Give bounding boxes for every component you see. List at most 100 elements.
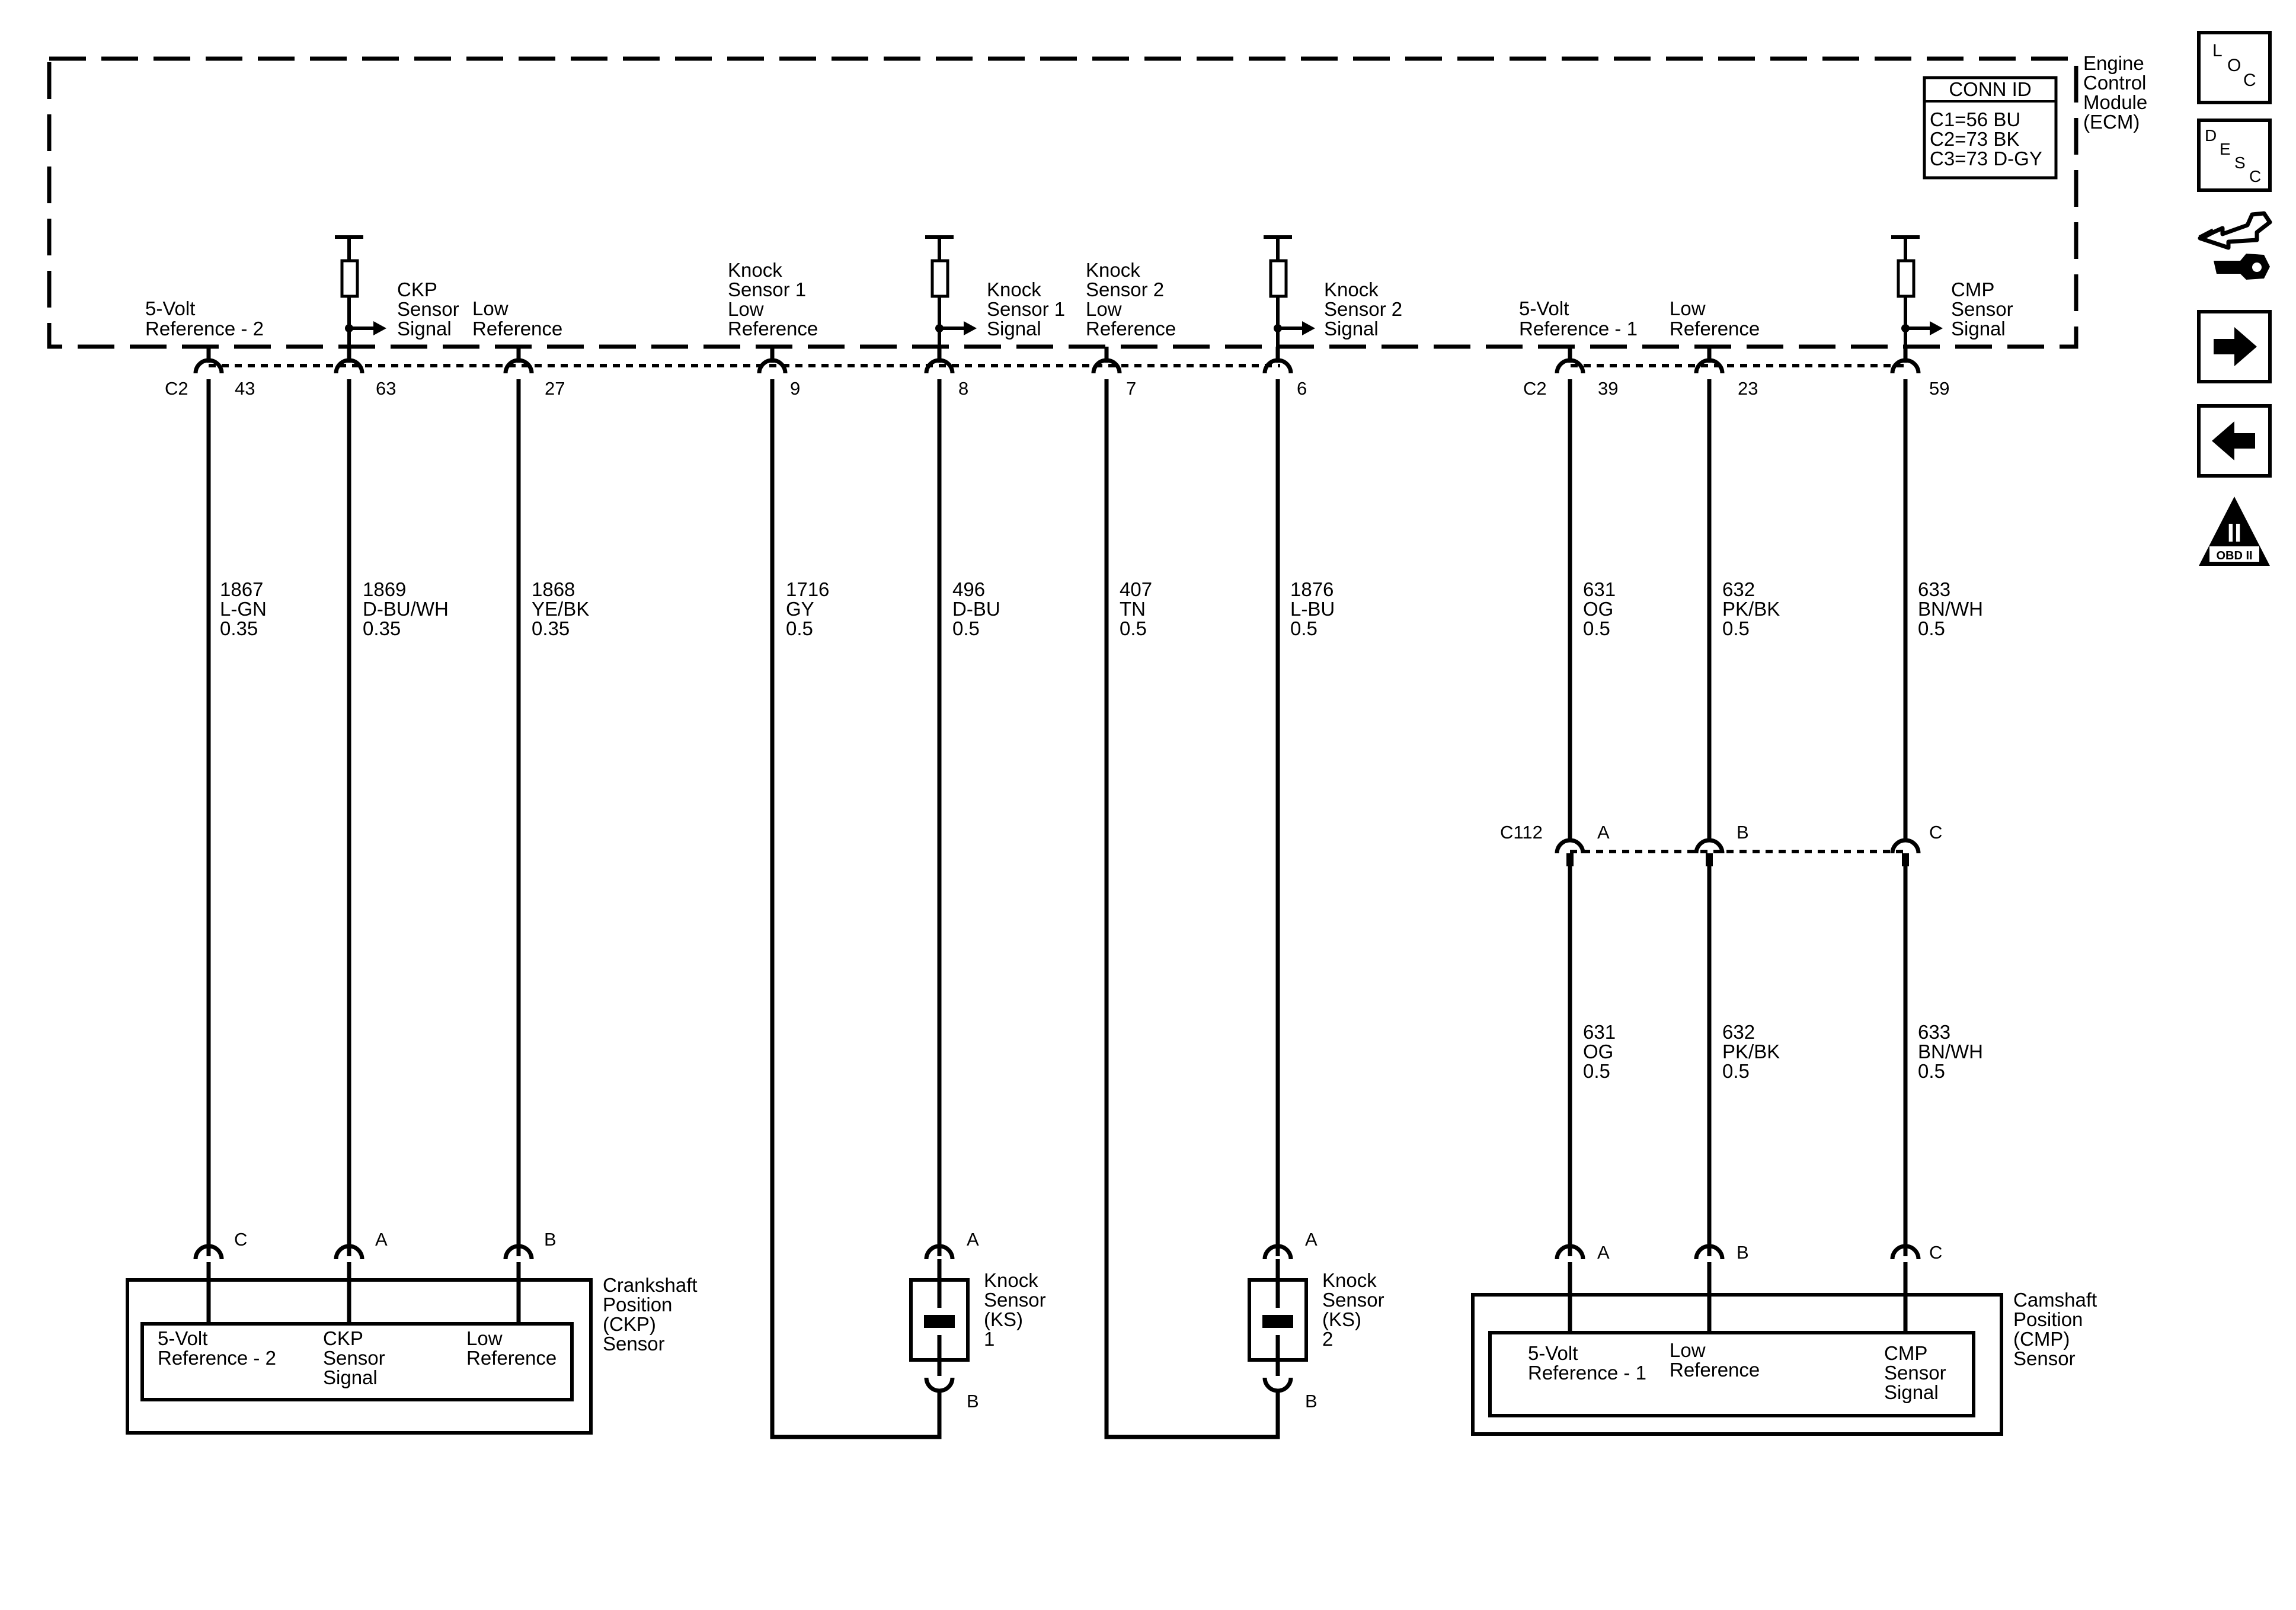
svg-text:0.35: 0.35 bbox=[220, 617, 258, 639]
obd-ii-icon[interactable]: II OBD II bbox=[2199, 497, 2270, 566]
svg-text:Sensor: Sensor bbox=[323, 1347, 385, 1369]
wire-label: 632 PK/BK 0.5 bbox=[1722, 1021, 1780, 1082]
pin-letter: A bbox=[1597, 1242, 1610, 1263]
conn-id-row: C2=73 BK bbox=[1930, 128, 2019, 150]
conn-id-row: C1=56 BU bbox=[1930, 108, 2020, 130]
svg-text:C: C bbox=[2249, 167, 2261, 185]
ks2-name: 2 bbox=[1322, 1328, 1333, 1350]
svg-text:1868: 1868 bbox=[532, 578, 575, 600]
loc-button[interactable]: L O C bbox=[2197, 31, 2272, 104]
arrow-left-icon[interactable] bbox=[2197, 404, 2272, 478]
svg-text:Signal: Signal bbox=[323, 1366, 378, 1388]
ecm-boundary bbox=[47, 56, 2078, 349]
wire-label: 631 OG 0.5 bbox=[1583, 1021, 1616, 1082]
svg-text:633: 633 bbox=[1918, 1021, 1950, 1043]
ecm-pullup-ckp bbox=[335, 235, 386, 350]
svg-text:Low: Low bbox=[1086, 298, 1122, 320]
svg-text:GY: GY bbox=[786, 598, 814, 620]
svg-text:PK/BK: PK/BK bbox=[1722, 598, 1780, 620]
svg-text:L: L bbox=[2212, 41, 2223, 60]
pin-letter: A bbox=[375, 1229, 388, 1250]
svg-text:Module: Module bbox=[2083, 91, 2147, 113]
svg-text:Reference: Reference bbox=[466, 1347, 557, 1369]
svg-text:5-Volt: 5-Volt bbox=[1519, 297, 1569, 319]
svg-text:Reference: Reference bbox=[728, 318, 818, 340]
conn-id-header: CONN ID bbox=[1949, 78, 2031, 100]
obd-ii-label: OBD II bbox=[2216, 549, 2252, 562]
wire-label: 631 OG 0.5 bbox=[1583, 578, 1616, 639]
pin-letter: A bbox=[1305, 1229, 1318, 1250]
svg-text:5-Volt: 5-Volt bbox=[145, 297, 195, 319]
wire-label: 1716 GY 0.5 bbox=[786, 578, 829, 639]
cmp-sensor-name: Position bbox=[2013, 1308, 2083, 1330]
svg-text:0.5: 0.5 bbox=[786, 617, 813, 639]
svg-text:Reference: Reference bbox=[1670, 318, 1760, 340]
ckp-sensor: C A B 5-Volt Reference - 2 CKP Sensor Si… bbox=[126, 1229, 698, 1435]
svg-text:631: 631 bbox=[1583, 1021, 1616, 1043]
pin-letter: A bbox=[967, 1229, 979, 1250]
svg-text:L-GN: L-GN bbox=[220, 598, 267, 620]
arrow-right-icon[interactable] bbox=[2197, 310, 2272, 383]
pin-number: 23 bbox=[1738, 378, 1758, 399]
svg-text:631: 631 bbox=[1583, 578, 1616, 600]
ecm-pullup-ks1 bbox=[925, 235, 977, 350]
svg-text:(ECM): (ECM) bbox=[2083, 111, 2140, 133]
wire-label: 1876 L-BU 0.5 bbox=[1290, 578, 1335, 639]
svg-text:Sensor 1: Sensor 1 bbox=[987, 298, 1065, 320]
desc-button[interactable]: D E S C bbox=[2197, 119, 2272, 192]
inline-connector-c112: C112 A B C bbox=[1500, 822, 1942, 866]
ecm-pin-label-23: Low Reference bbox=[1670, 297, 1760, 340]
svg-text:Sensor 2: Sensor 2 bbox=[1086, 279, 1164, 300]
ecm-terminal bbox=[503, 347, 534, 374]
pin-letter: C bbox=[1929, 822, 1942, 843]
wire-label: 1867 L-GN 0.35 bbox=[220, 578, 267, 639]
svg-text:OG: OG bbox=[1583, 598, 1613, 620]
svg-text:Sensor: Sensor bbox=[397, 298, 459, 320]
pin-number: 7 bbox=[1126, 378, 1136, 399]
svg-text:Reference: Reference bbox=[1086, 318, 1176, 340]
ecm-terminal bbox=[1091, 347, 1122, 374]
svg-text:Signal: Signal bbox=[987, 318, 1041, 340]
ecm-pin-label-39: 5-Volt Reference - 1 bbox=[1519, 297, 1638, 340]
svg-text:Low: Low bbox=[728, 298, 764, 320]
knock-sensor-1: A B Knock Sensor (KS) 1 bbox=[909, 1229, 1046, 1411]
svg-text:Sensor 2: Sensor 2 bbox=[1324, 298, 1402, 320]
pin-number: 59 bbox=[1929, 378, 1949, 399]
svg-text:0.35: 0.35 bbox=[363, 617, 401, 639]
svg-text:CKP: CKP bbox=[397, 279, 437, 300]
svg-text:Knock: Knock bbox=[1086, 259, 1140, 281]
svg-text:Reference - 1: Reference - 1 bbox=[1519, 318, 1638, 340]
connector-end-view-icon[interactable] bbox=[2198, 211, 2272, 280]
svg-text:O: O bbox=[2227, 56, 2241, 75]
pin-letter: A bbox=[1597, 822, 1610, 843]
pin-number: 6 bbox=[1297, 378, 1307, 399]
svg-text:Signal: Signal bbox=[1324, 318, 1379, 340]
pin-number: 27 bbox=[545, 378, 565, 399]
svg-text:Sensor: Sensor bbox=[1951, 298, 2013, 320]
svg-text:S: S bbox=[2234, 153, 2246, 172]
ecm-pin-label-6: Knock Sensor 2 Signal bbox=[1324, 279, 1402, 340]
svg-text:0.5: 0.5 bbox=[1722, 617, 1750, 639]
pin-number: 9 bbox=[790, 378, 800, 399]
svg-text:CMP: CMP bbox=[1951, 279, 1994, 300]
pin-letter: B bbox=[1737, 1242, 1749, 1263]
ecm-terminal bbox=[334, 347, 364, 374]
cmp-sensor-name: Camshaft bbox=[2013, 1289, 2097, 1311]
conn-id-row: C3=73 D-GY bbox=[1930, 148, 2042, 169]
ks2-name: Knock bbox=[1322, 1269, 1377, 1291]
ks2-name: Sensor bbox=[1322, 1289, 1384, 1311]
pin-letter: B bbox=[1737, 822, 1749, 843]
ecm-pin-label-27: Low Reference bbox=[472, 297, 562, 340]
pin-number: 39 bbox=[1598, 378, 1618, 399]
ecm-pin-label-63: CKP Sensor Signal bbox=[397, 279, 459, 340]
svg-text:Sensor 1: Sensor 1 bbox=[728, 279, 806, 300]
svg-text:CKP: CKP bbox=[323, 1327, 363, 1349]
pin-letter: B bbox=[1305, 1391, 1318, 1411]
svg-text:Reference - 2: Reference - 2 bbox=[145, 318, 264, 340]
connector-c2-label: C2 bbox=[165, 378, 188, 399]
ecm-pin-label-43: 5-Volt Reference - 2 bbox=[145, 297, 264, 340]
ckp-sensor-name: Sensor bbox=[603, 1333, 665, 1355]
svg-text:Signal: Signal bbox=[1884, 1381, 1939, 1403]
ecm-terminal bbox=[1262, 347, 1293, 374]
